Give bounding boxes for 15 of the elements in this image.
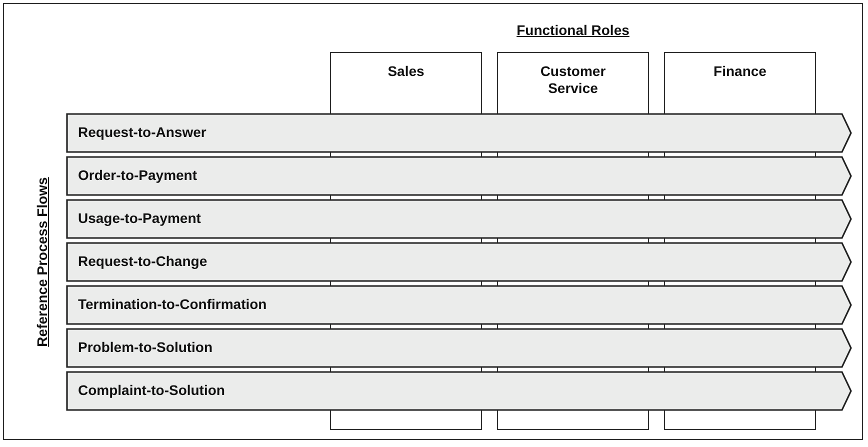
role-name: Finance xyxy=(712,63,768,80)
role-column xyxy=(664,52,816,114)
process-name: Termination-to-Confirmation xyxy=(78,296,267,312)
role-name: Sales xyxy=(386,63,426,80)
role-column xyxy=(330,52,482,114)
process-name: Problem-to-Solution xyxy=(78,339,213,355)
row-heading: Reference Process Flows xyxy=(34,177,50,347)
role-column xyxy=(497,52,649,114)
column-heading: Functional Roles xyxy=(516,22,630,38)
process-name: Usage-to-Payment xyxy=(78,210,201,226)
process-name: Complaint-to-Solution xyxy=(78,382,225,398)
process-name: Request-to-Answer xyxy=(78,124,206,140)
process-name: Order-to-Payment xyxy=(78,167,198,183)
process-name: Request-to-Change xyxy=(78,253,208,269)
role-name: Customer Service xyxy=(539,63,607,97)
